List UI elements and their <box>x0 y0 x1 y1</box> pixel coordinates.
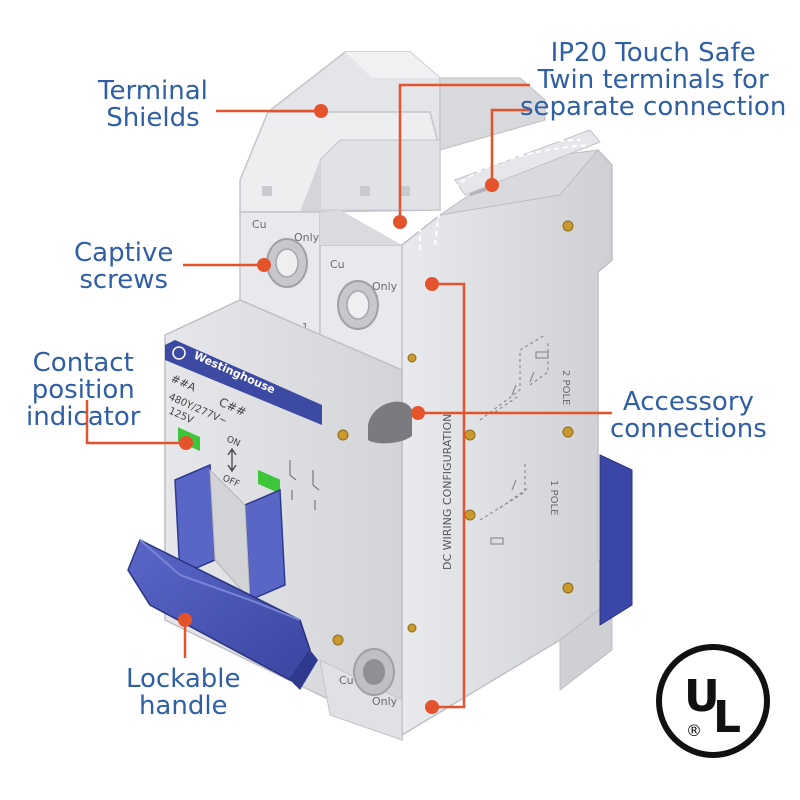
brand-logo-icon <box>172 346 186 360</box>
terminal-left-only: Only <box>294 231 320 244</box>
callout-contact-indicator-line3: indicator <box>26 402 141 432</box>
callout-lockable-handle-line1: Lockable <box>126 664 241 694</box>
callout-captive-screws-line2: screws <box>79 265 169 295</box>
lockable-handle <box>127 463 318 690</box>
side-wiring-title: DC WIRING CONFIGURATION <box>441 414 454 570</box>
accessory-port <box>368 401 412 444</box>
callout-contact-indicator: Contact position indicator <box>26 350 140 431</box>
side-1pole-label: 1 POLE <box>548 480 559 515</box>
callout-captive-screws-line1: Captive <box>74 238 174 268</box>
callout-terminal-shields-line2: Shields <box>106 103 200 133</box>
callout-lockable-handle: Lockable handle <box>126 666 241 720</box>
ul-listed-logo: U L ® <box>656 644 770 758</box>
callout-lockable-handle-line2: handle <box>138 691 228 721</box>
contact-indicator-right <box>258 469 280 494</box>
din-clip <box>599 454 633 626</box>
callout-ip20-line2: Twin terminals for <box>537 65 769 95</box>
ul-logo-registered: ® <box>686 721 702 740</box>
side-2pole-label: 2 POLE <box>560 370 571 405</box>
terminal-left-cu: Cu <box>252 218 267 231</box>
callout-ip20: IP20 Touch Safe Twin terminals for separ… <box>520 40 786 121</box>
terminal-shield-front <box>239 111 441 213</box>
callout-accessory: Accessory connections <box>610 389 767 443</box>
leader-lines <box>85 83 612 709</box>
callout-accessory-line2: connections <box>610 414 767 444</box>
terminal-bottom-cu: Cu <box>339 674 354 687</box>
ul-logo-l: L <box>713 692 741 743</box>
terminal-right-only: Only <box>372 280 398 293</box>
callout-ip20-line3: separate connection <box>520 92 787 122</box>
terminal-block-lower: Cu Only <box>319 648 403 741</box>
callout-accessory-line1: Accessory <box>622 387 754 417</box>
side-panel: 2 POLE 1 POLE DC WIRING CONFIGURATION 3 <box>383 129 613 737</box>
on-off-arrow-icon <box>227 447 237 473</box>
callout-ip20-line1: IP20 Touch Safe <box>550 38 756 68</box>
front-schematic-icon <box>289 460 320 510</box>
leader-dots <box>178 104 499 714</box>
callout-contact-indicator-line2: position <box>31 375 135 405</box>
callout-captive-screws: Captive screws <box>74 240 173 294</box>
callout-terminal-shields: Terminal Shields <box>98 78 208 132</box>
callout-terminal-shields-line1: Terminal <box>98 76 208 106</box>
terminal-bottom-only: Only <box>372 695 398 708</box>
terminal-right-cu: Cu <box>330 258 345 271</box>
ul-logo-u: U <box>684 671 720 722</box>
callout-contact-indicator-line1: Contact <box>32 348 134 378</box>
